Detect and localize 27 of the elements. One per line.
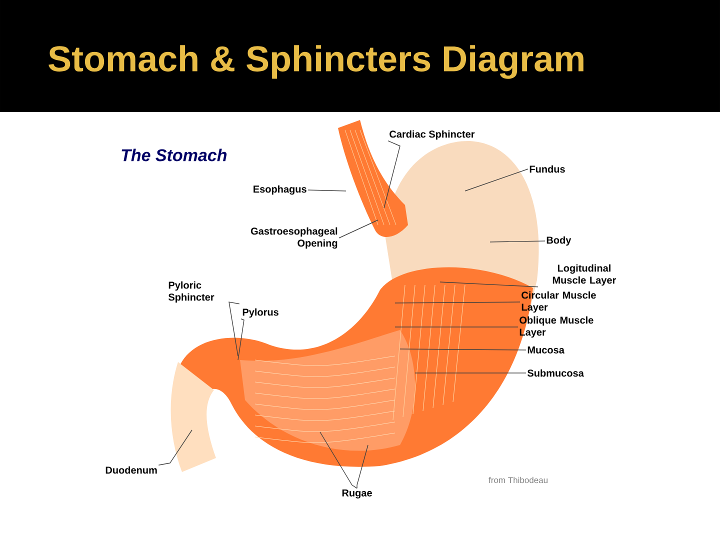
part-label: Mucosa [528,346,564,354]
part-label: Rugae [342,490,372,498]
leader-line [490,240,546,242]
leader-line [338,220,378,238]
title: Stomach & Sphincters Diagram [48,45,584,79]
source-note: from Thibodeau [488,476,548,484]
part-label: Cardiac Sphincter [390,130,475,140]
part-label: Fundus [530,165,565,173]
leader-line [158,430,192,466]
leader-line [394,302,520,304]
leader-line [228,302,240,356]
part-label: Logitudinal Muscle Layer [552,264,616,286]
leader-line [238,318,244,360]
part-label: Duodenum [106,466,157,474]
part-label: Gastroesophageal Opening [250,227,338,249]
leader-line [308,190,346,192]
leader-line [394,326,518,328]
part-label: Pylorus [242,308,278,318]
part-label: Submucosa [528,369,584,377]
leader-line [320,432,358,489]
part-label: Body [546,236,572,246]
leader-line [356,444,368,489]
part-label: Pyloric Sphincter [168,281,214,303]
subtitle: The Stomach [122,148,227,162]
leader-line [414,372,526,374]
leader-line [384,140,400,208]
part-label: Esophagus [254,185,306,195]
